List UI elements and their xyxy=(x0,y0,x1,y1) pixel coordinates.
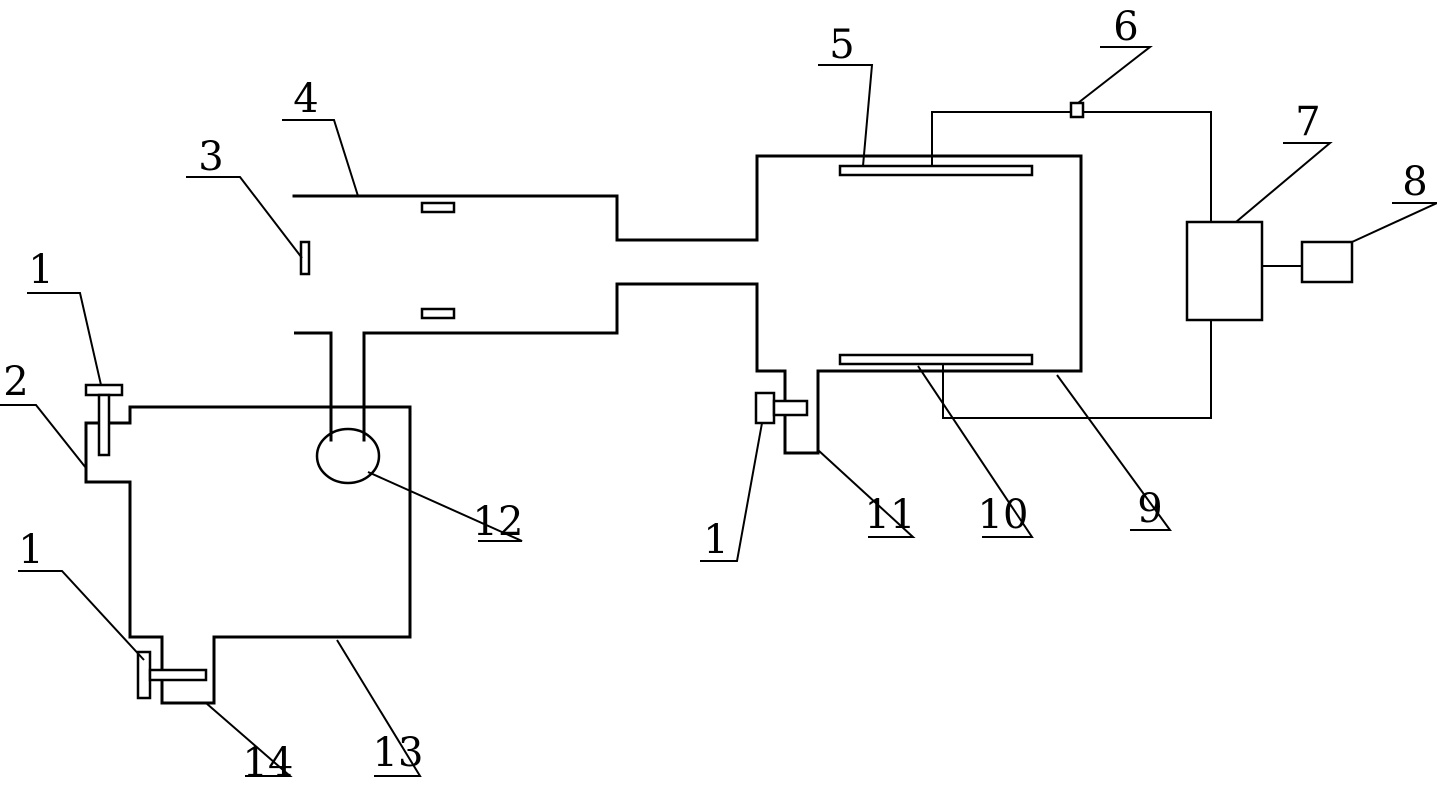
valve-bottom-left xyxy=(136,650,208,700)
label-9: 9 xyxy=(1137,486,1162,532)
label-6: 6 xyxy=(1113,4,1138,50)
electrode-plate-10 xyxy=(838,353,1034,366)
label-3: 3 xyxy=(198,134,223,180)
chamber-4-plate-top xyxy=(420,201,456,214)
component-6 xyxy=(1069,101,1085,119)
label-7: 7 xyxy=(1295,99,1320,145)
chamber-12 xyxy=(315,427,381,485)
leader-lines xyxy=(0,46,1437,777)
chamber-4-plate-bottom xyxy=(420,307,456,320)
lower-tank-outline xyxy=(84,405,412,705)
electrode-plate-5 xyxy=(838,164,1034,177)
device-8 xyxy=(1300,240,1354,284)
wire-bottom xyxy=(942,320,1212,419)
label-1-bottom-left: 1 xyxy=(18,527,43,573)
label-11: 11 xyxy=(865,492,916,538)
label-2: 2 xyxy=(3,359,28,405)
valve-middle xyxy=(754,391,809,425)
label-5: 5 xyxy=(829,22,854,68)
chamber-4-plate-side-3 xyxy=(299,240,311,276)
upper-chamber-4 xyxy=(292,154,1083,455)
label-1-middle: 1 xyxy=(703,517,728,563)
device-7 xyxy=(1185,220,1264,322)
label-10: 10 xyxy=(978,492,1029,538)
label-4: 4 xyxy=(293,76,318,122)
label-14: 14 xyxy=(243,740,294,786)
label-8: 8 xyxy=(1402,159,1427,205)
valve-top-left xyxy=(84,383,124,457)
label-1-top-left: 1 xyxy=(28,247,53,293)
label-13: 13 xyxy=(373,730,424,776)
label-12: 12 xyxy=(473,499,524,545)
